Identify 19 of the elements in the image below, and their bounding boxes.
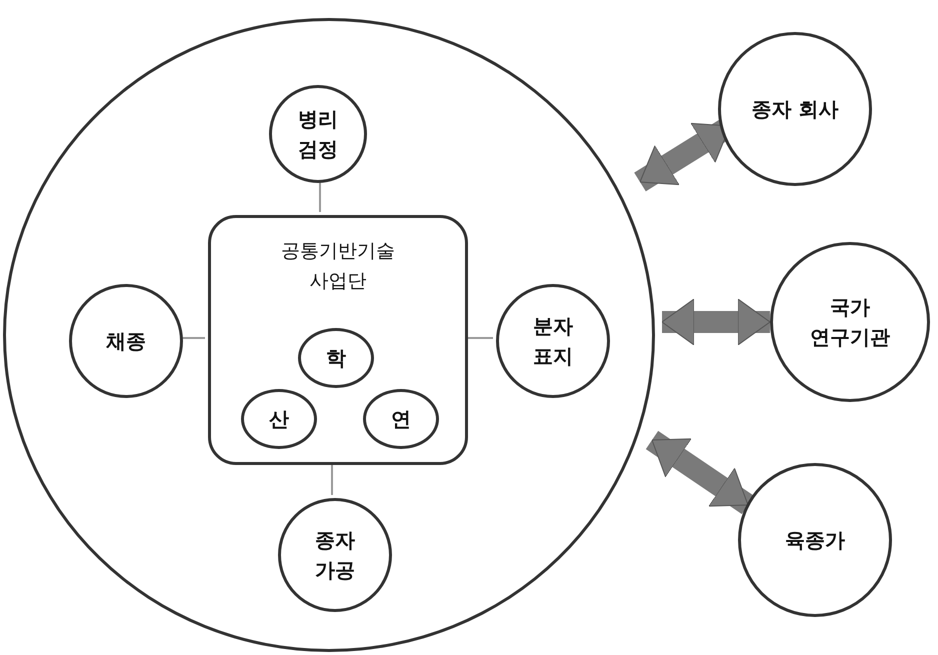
connector-line (319, 180, 321, 212)
connector-line (331, 462, 333, 495)
node-label: 병리 검정 (297, 106, 339, 163)
rounded-box (208, 215, 468, 465)
node-label: 국가 연구기관 (809, 294, 891, 351)
node-label: 종자 회사 (750, 96, 840, 123)
node-label: 학 (325, 345, 347, 372)
double-arrow (646, 430, 754, 514)
double-arrow (662, 298, 770, 346)
node-label: 연 (390, 406, 412, 433)
node-label: 육종가 (784, 527, 846, 554)
connector-line (465, 337, 493, 339)
node-label: 종자 가공 (314, 527, 356, 584)
box-heading: 공통기반기술 사업단 (280, 239, 396, 294)
node-label: 분자 표지 (532, 313, 574, 370)
node-label: 산 (268, 406, 290, 433)
connector-line (180, 337, 205, 339)
node-label: 채종 (105, 328, 147, 355)
circle-outline (3, 18, 655, 652)
